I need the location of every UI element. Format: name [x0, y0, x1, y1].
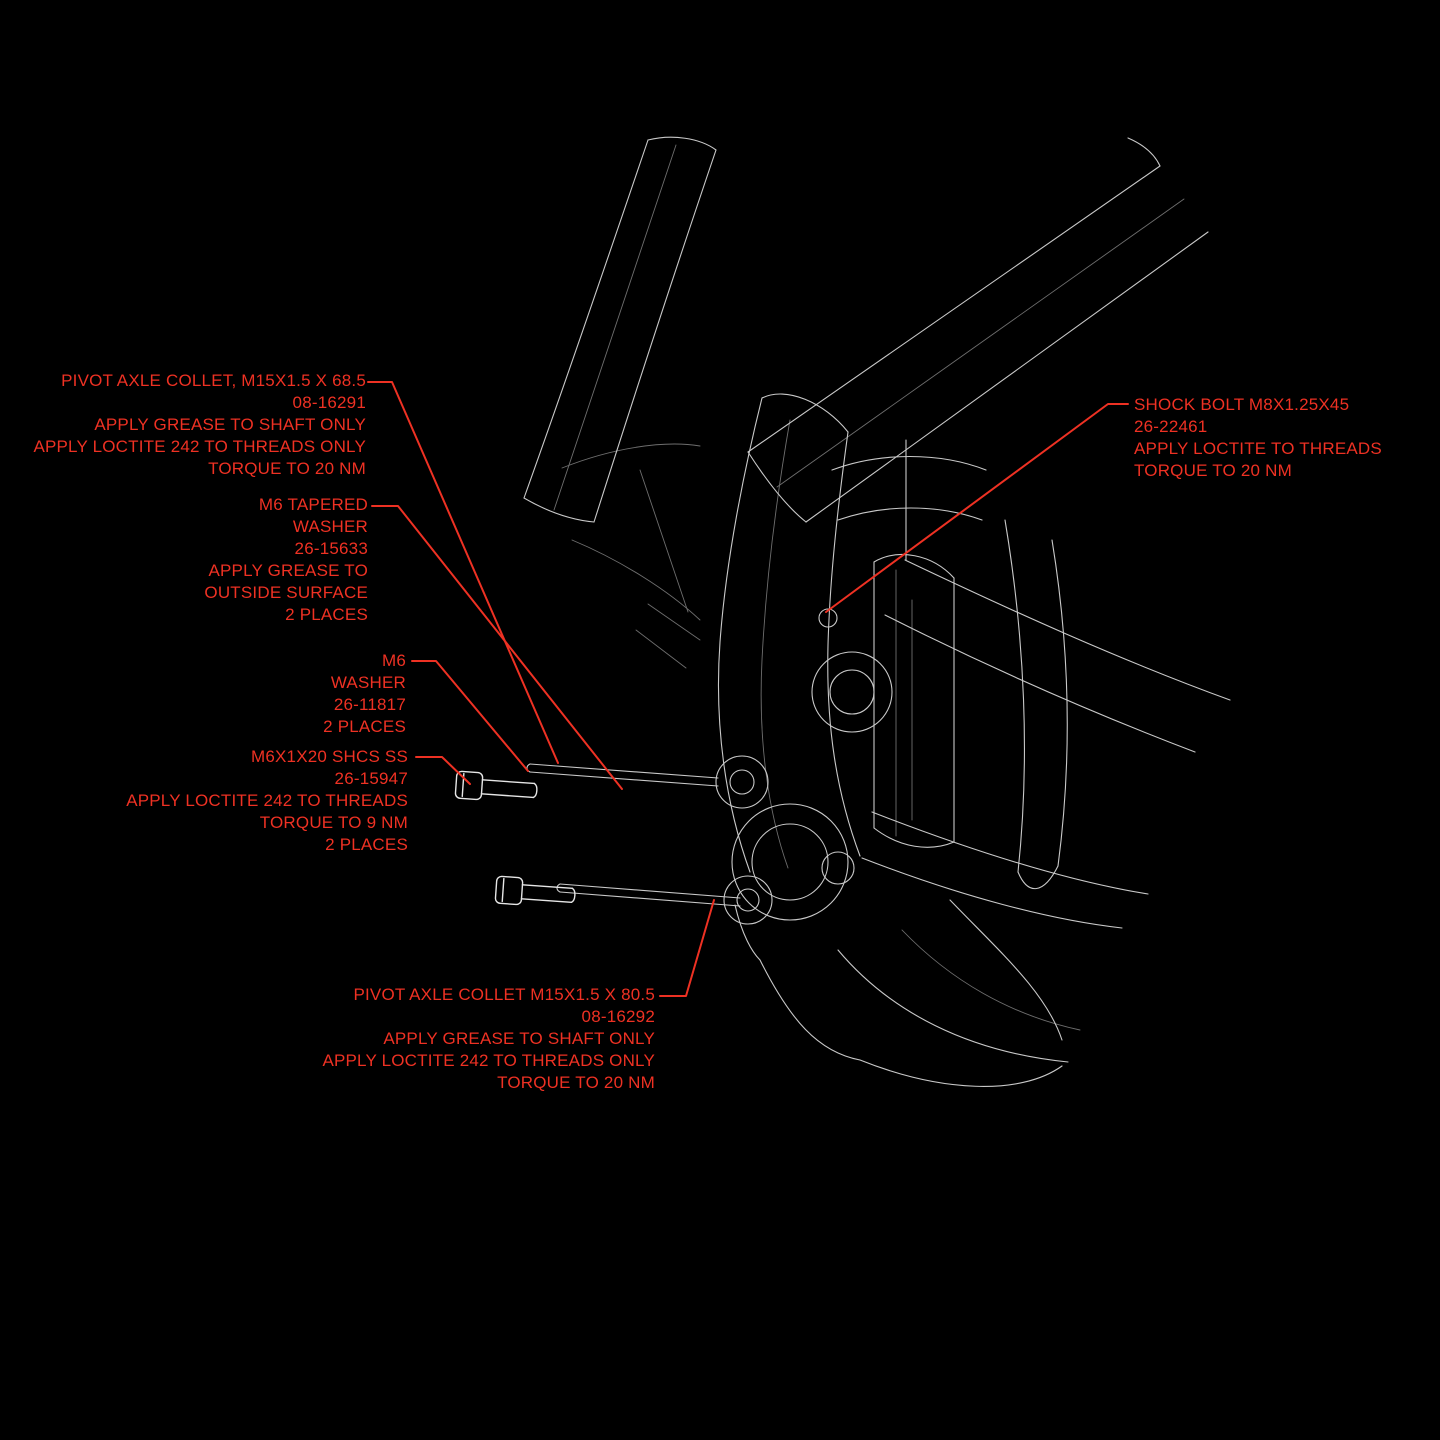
callout-pivot-axle-collet-upper: PIVOT AXLE COLLET, M15X1.5 X 68.5 08-162…: [33, 370, 366, 480]
callout-line: APPLY GREASE TO SHAFT ONLY: [94, 415, 366, 434]
callout-line: PIVOT AXLE COLLET M15X1.5 X 80.5: [353, 985, 655, 1004]
callout-line: M6 TAPERED: [258, 495, 368, 514]
callout-line: M6X1X20 SHCS SS: [250, 747, 408, 766]
leader-pivot-axle-collet-upper: [367, 381, 559, 764]
callout-line: 08-16292: [581, 1007, 655, 1026]
callout-line: OUTSIDE SURFACE: [204, 583, 368, 602]
leader-m6-shcs-bolt: [415, 756, 471, 785]
callout-line: APPLY GREASE TO SHAFT ONLY: [383, 1029, 655, 1048]
callout-line: APPLY GREASE TO: [208, 561, 368, 580]
callout-line: TORQUE TO 20 NM: [208, 459, 366, 478]
callout-line: 26-15947: [334, 769, 408, 788]
callout-pivot-axle-collet-lower: PIVOT AXLE COLLET M15X1.5 X 80.5 08-1629…: [322, 984, 655, 1094]
callout-line: SHOCK BOLT M8X1.25X45: [1134, 395, 1350, 414]
frame-outlines: [523, 136, 1231, 1087]
callout-line: 26-22461: [1134, 417, 1208, 436]
callout-line: 2 PLACES: [323, 717, 406, 736]
leader-m6-washer: [411, 660, 529, 772]
callout-line: M6: [381, 651, 406, 670]
callout-line: 26-11817: [333, 695, 406, 714]
callout-line: WASHER: [292, 517, 368, 536]
callout-line: 2 PLACES: [325, 835, 408, 854]
callout-line: TORQUE TO 9 NM: [259, 813, 408, 832]
callout-line: 08-16291: [292, 393, 366, 412]
callout-m6-shcs-bolt: M6X1X20 SHCS SS 26-15947 APPLY LOCTITE 2…: [126, 746, 408, 856]
callout-line: APPLY LOCTITE 242 TO THREADS ONLY: [33, 437, 366, 456]
callout-m6-tapered-washer: M6 TAPERED WASHER 26-15633 APPLY GREASE …: [204, 494, 368, 626]
leader-pivot-axle-collet-lower: [659, 899, 715, 997]
leader-shock-bolt: [825, 403, 1129, 613]
callout-line: TORQUE TO 20 NM: [1134, 461, 1292, 480]
callout-line: TORQUE TO 20 NM: [497, 1073, 655, 1092]
callout-line: 26-15633: [294, 539, 368, 558]
leader-m6-tapered-washer: [371, 505, 623, 790]
callout-line: PIVOT AXLE COLLET, M15X1.5 X 68.5: [61, 371, 366, 390]
callout-line: WASHER: [330, 673, 406, 692]
frame-inner-details: [553, 144, 1185, 1031]
shcs-bolt-illustration-lower: [494, 875, 576, 906]
callout-line: APPLY LOCTITE TO THREADS: [1134, 439, 1382, 458]
callout-shock-bolt: SHOCK BOLT M8X1.25X45 26-22461 APPLY LOC…: [1134, 394, 1382, 482]
callout-line: APPLY LOCTITE 242 TO THREADS ONLY: [322, 1051, 655, 1070]
callout-line: APPLY LOCTITE 242 TO THREADS: [126, 791, 408, 810]
callout-m6-washer: M6 WASHER 26-11817 2 PLACES: [323, 650, 406, 738]
callout-line: 2 PLACES: [285, 605, 368, 624]
